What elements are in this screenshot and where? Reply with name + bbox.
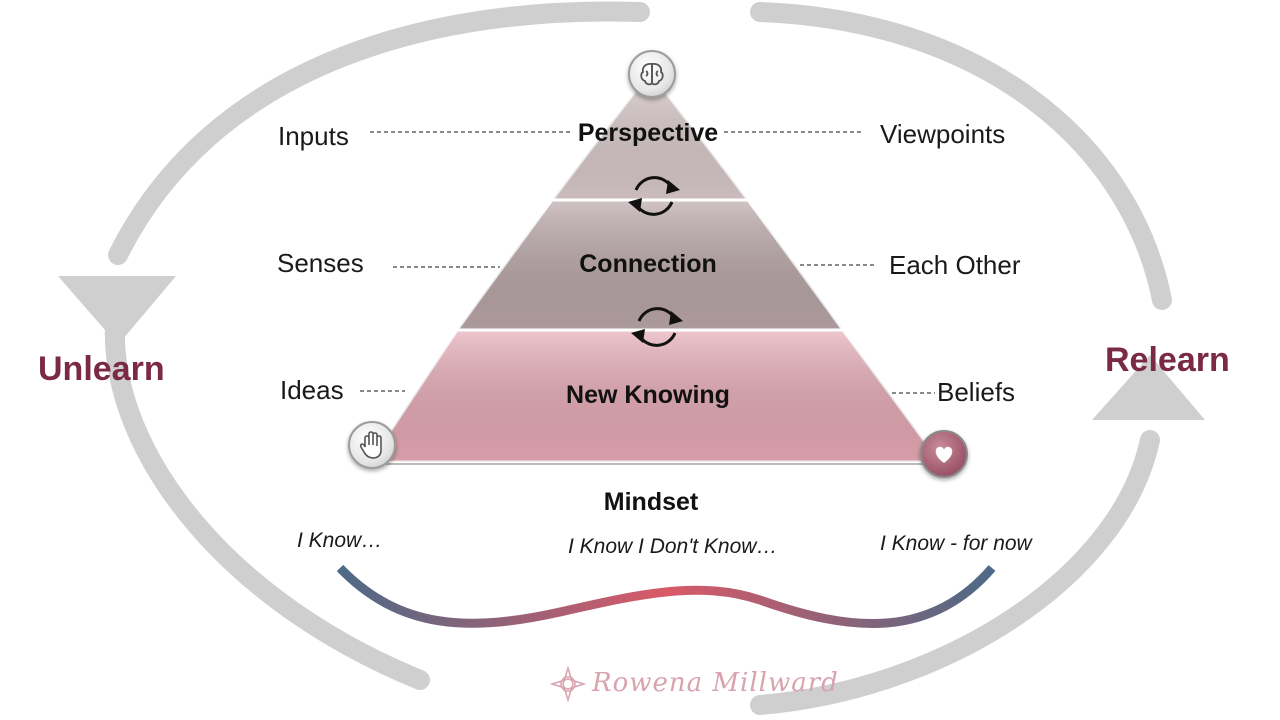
compass-logo-icon [549,665,587,703]
heart-icon [920,430,968,478]
relearn-cycle-arrow [750,2,1172,715]
mindset-title: Mindset [603,488,699,516]
caption-i-know-for-now: I Know - for now [880,532,1032,555]
label-viewpoints: Viewpoints [880,119,1006,149]
caption-i-know-i-dont-know: I Know I Don't Know… [568,535,778,558]
tier-connection-title: Connection [579,250,717,278]
brain-icon [628,50,676,98]
unlearn-label: Unlearn [38,350,165,388]
label-senses: Senses [277,248,364,278]
mindset-spectrum-wave [336,564,996,628]
relearn-arrowhead [1092,355,1205,420]
cycle-arrows-icon [628,176,680,216]
unlearn-arrowhead [58,276,176,345]
connector-lines [360,131,935,394]
pyramid [367,69,943,465]
cycle-arrows-icon [631,307,683,347]
caption-i-know: I Know… [297,529,383,552]
signature: Rowena Millward [592,668,839,698]
tier-new-knowing-title: New Knowing [566,381,730,409]
label-each-other: Each Other [889,250,1021,280]
unlearn-cycle-arrow [104,1,650,690]
tier-perspective-title: Perspective [577,119,719,147]
label-inputs: Inputs [278,121,349,151]
label-ideas: Ideas [280,375,344,405]
relearn-label: Relearn [1105,341,1230,379]
label-beliefs: Beliefs [937,377,1016,407]
hand-icon [348,421,396,469]
